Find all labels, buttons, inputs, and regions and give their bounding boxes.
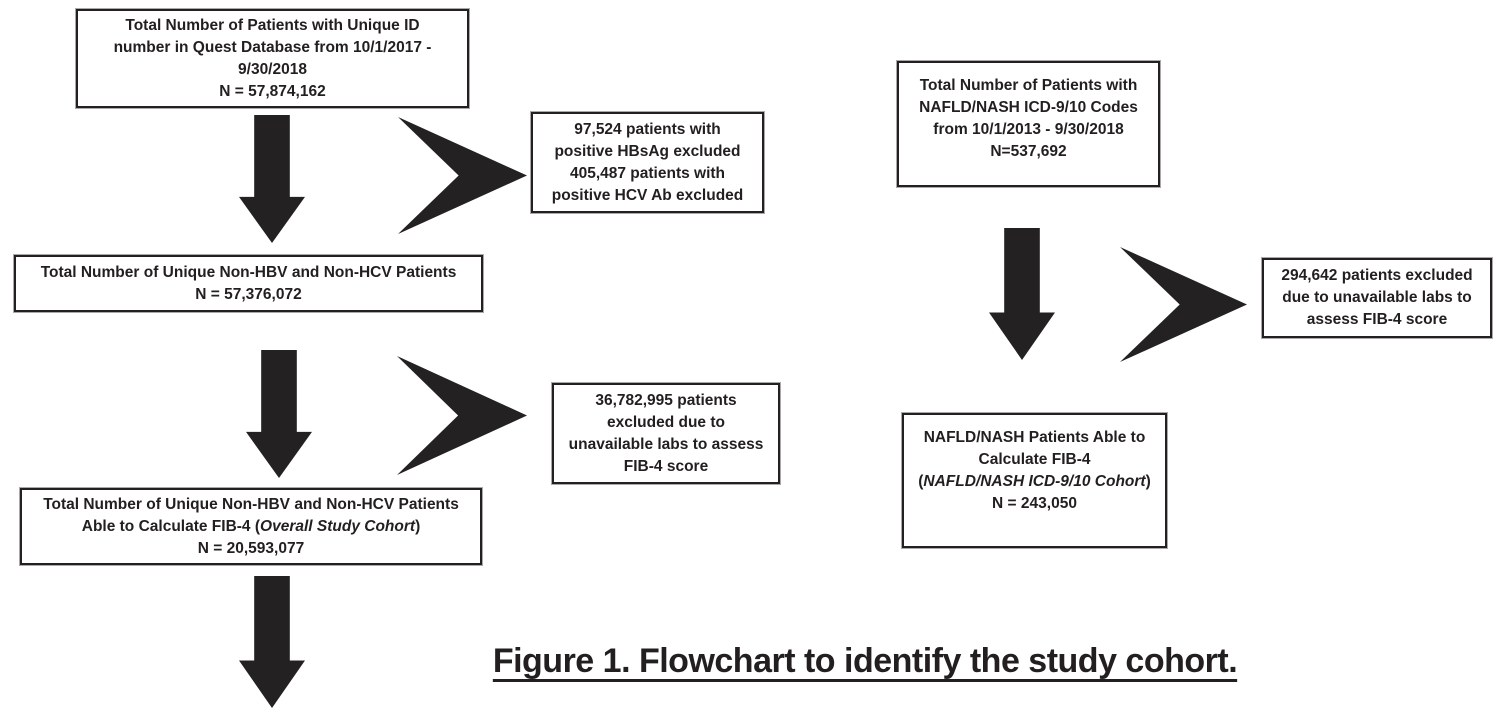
flow-box-line: 9/30/2018 (238, 60, 307, 78)
flow-box-line-italic: Overall Study Cohort (260, 517, 416, 535)
flow-box-line: Total Number of Patients with Unique ID (125, 16, 420, 34)
flow-box-line: NAFLD/NASH Patients Able to (923, 429, 1146, 446)
flow-box-line: FIB-4 score (623, 457, 709, 475)
flow-box-line: positive HBsAg excluded (554, 142, 741, 160)
flow-box-line-segment: Able to Calculate FIB-4 ( (81, 517, 261, 535)
flow-box-exclusion-nafld-labs: 294,642 patients excluded due to unavail… (1261, 257, 1493, 339)
flow-box-nafld-total: Total Number of Patients with NAFLD/NASH… (896, 60, 1161, 188)
flow-box-line: from 10/1/2013 - 9/30/2018 (933, 121, 1124, 138)
flow-box-line-segment: ( (918, 473, 924, 490)
flow-box-line: NAFLD/NASH ICD-9/10 Codes (919, 99, 1138, 116)
flow-box-non-hbv-hcv: Total Number of Unique Non-HBV and Non-H… (13, 254, 484, 313)
chevron-right-icon (397, 356, 527, 475)
flow-box-line: Calculate FIB-4 (978, 451, 1091, 468)
flow-box-line: N = 57,376,072 (195, 285, 302, 303)
flow-box-line: 97,524 patients with (574, 120, 721, 138)
flow-box-nafld-fib4-cohort: NAFLD/NASH Patients Able to Calculate FI… (901, 412, 1168, 549)
flow-box-line: positive HCV Ab excluded (551, 186, 744, 204)
flow-box-line: assess FIB-4 score (1306, 311, 1448, 328)
flow-box-line: 294,642 patients excluded (1281, 267, 1473, 284)
flow-box-line-segment: ) (415, 517, 421, 535)
down-arrow-icon (246, 350, 312, 478)
flow-box-line-italic: NAFLD/NASH ICD-9/10 Cohort (923, 473, 1146, 490)
down-arrow-icon (239, 115, 305, 243)
flow-box-line: N = 20,593,077 (197, 539, 305, 557)
chevron-right-icon (1120, 247, 1247, 362)
flow-box-line: Total Number of Unique Non-HBV and Non-H… (40, 263, 457, 281)
flow-box-line: Total Number of Patients with (919, 77, 1138, 94)
flow-box-line: unavailable labs to assess (568, 435, 764, 453)
flow-box-line: 405,487 patients with (569, 164, 726, 182)
flow-box-line: (NAFLD/NASH ICD-9/10 Cohort) (918, 471, 1151, 493)
flow-box-line: Able to Calculate FIB-4 (Overall Study C… (82, 516, 420, 538)
flow-box-line: number in Quest Database from 10/1/2017 … (113, 38, 432, 56)
down-arrow-icon (239, 576, 305, 708)
down-arrow-icon (989, 228, 1055, 360)
flow-box-line: excluded due to (607, 413, 725, 431)
flow-box-line: N=537,692 (990, 143, 1067, 160)
flow-box-overall-cohort: Total Number of Unique Non-HBV and Non-H… (19, 487, 483, 566)
flow-box-line: 36,782,995 patients (595, 391, 737, 409)
chevron-right-icon (398, 117, 527, 234)
flow-box-line: due to unavailable labs to (1282, 289, 1472, 306)
flow-box-exclusion-viral: 97,524 patients with positive HBsAg excl… (530, 111, 765, 214)
flow-box-line: N = 243,050 (992, 495, 1077, 512)
figure-caption: Figure 1. Flowchart to identify the stud… (492, 642, 1238, 680)
flow-box-line-segment: ) (1145, 473, 1151, 490)
flow-box-line: N = 57,874,162 (219, 82, 326, 100)
flow-box-quest-total: Total Number of Patients with Unique ID … (75, 8, 470, 109)
flow-box-exclusion-labs: 36,782,995 patients excluded due to unav… (551, 382, 781, 485)
flow-box-line: Total Number of Unique Non-HBV and Non-H… (43, 495, 459, 513)
